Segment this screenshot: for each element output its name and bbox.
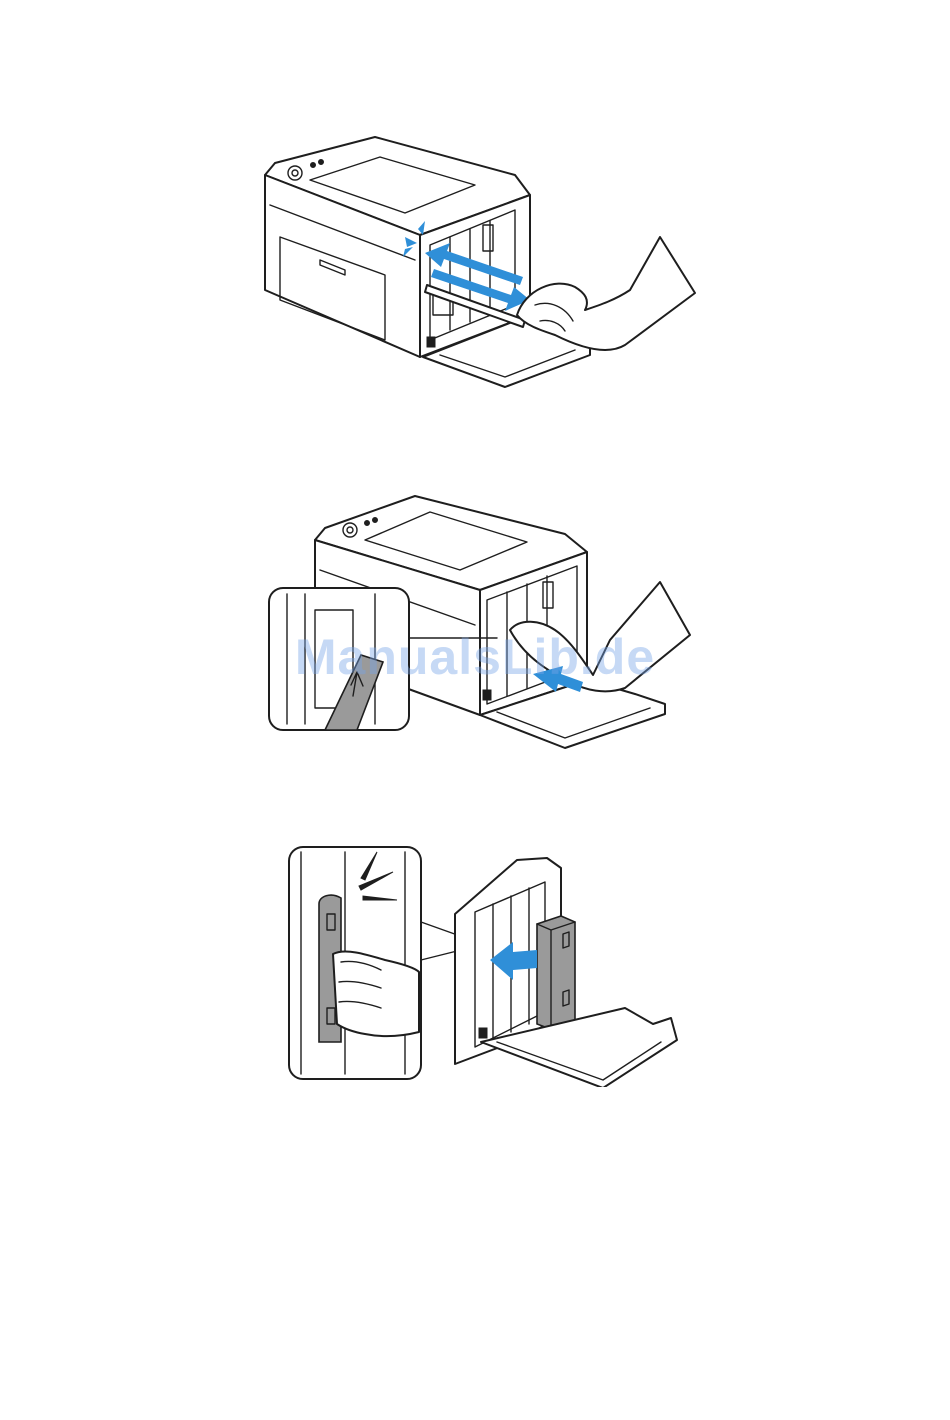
printer-wiper-cleaning-illustration: [255, 125, 705, 400]
waste-toner-box-insert-illustration: [285, 842, 685, 1087]
printer-wiper-insert-illustration: [265, 490, 705, 755]
